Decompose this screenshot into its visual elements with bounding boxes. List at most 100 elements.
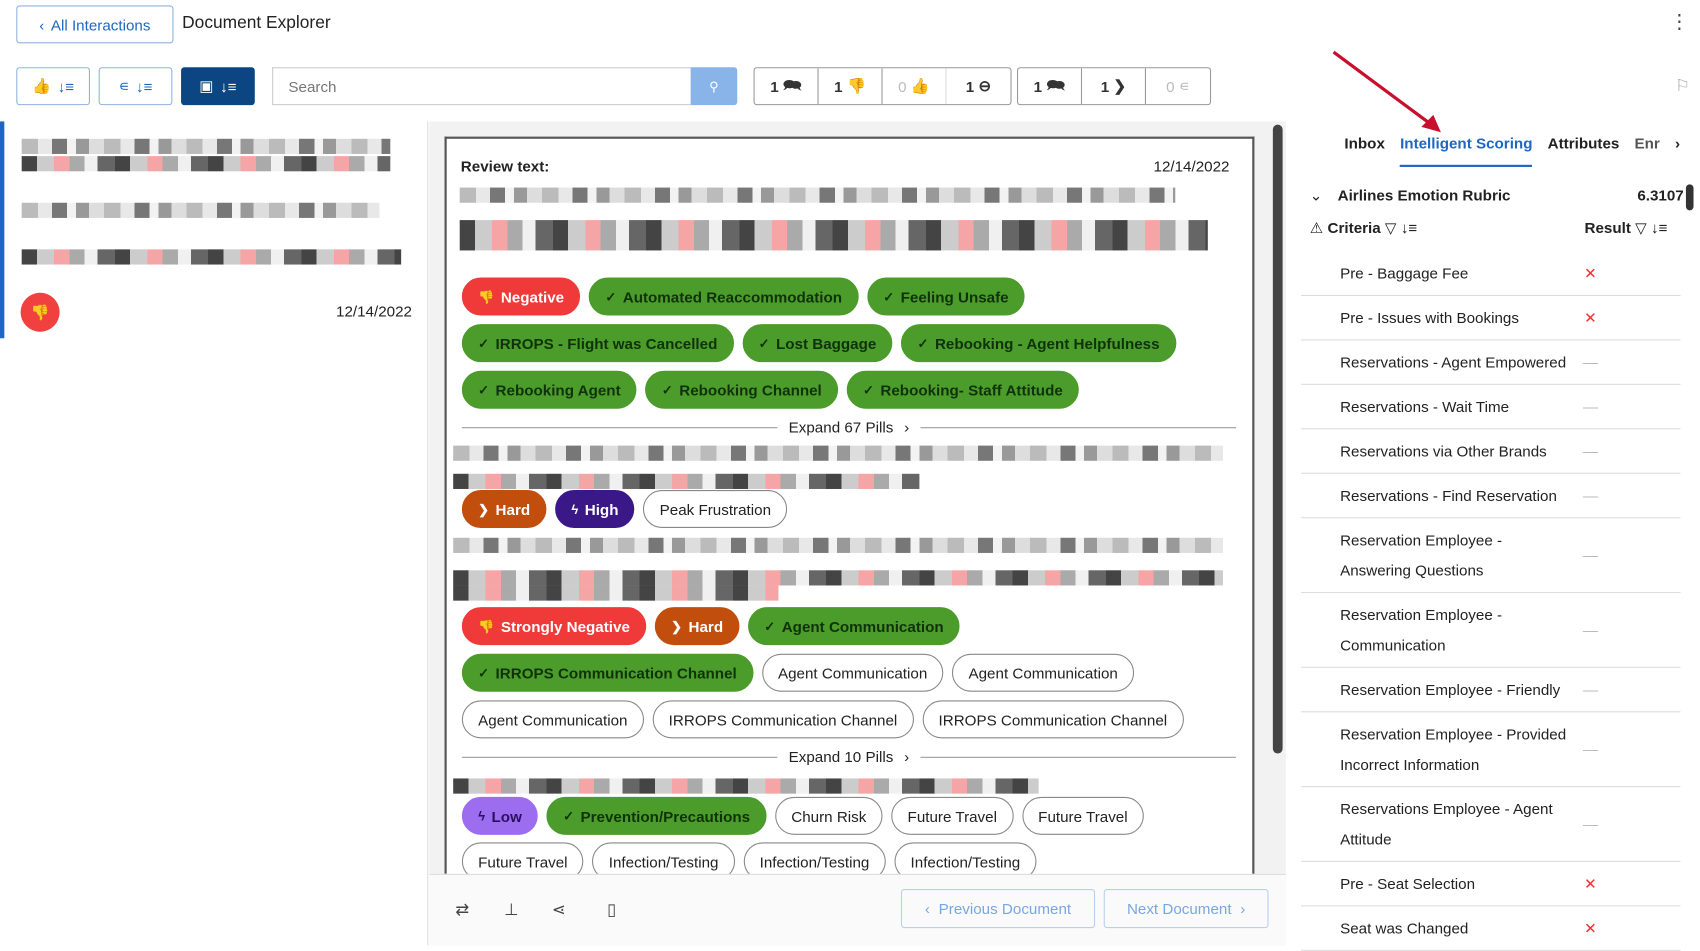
hard-effort-icon: ❯ [671, 618, 683, 634]
document-scrollbar[interactable] [1272, 124, 1283, 754]
tab-intelligent-scoring[interactable]: Intelligent Scoring [1400, 134, 1533, 167]
search-input[interactable]: Search [272, 67, 691, 106]
previous-document-button[interactable]: ‹Previous Document [900, 889, 1096, 929]
check-circle-icon: ✓ [917, 335, 929, 351]
list-item[interactable] [0, 121, 428, 339]
pill[interactable]: ✓Rebooking - Agent Helpfulness [901, 324, 1176, 363]
pill[interactable]: ✓Prevention/Precautions [546, 796, 767, 835]
clipboard-icon[interactable]: ▯ [607, 900, 617, 920]
annotation-arrow-icon [1332, 50, 1441, 133]
criteria-row[interactable]: Pre - Baggage Fee✕ [1301, 252, 1681, 296]
count-filter-button[interactable]: 1👎 [819, 68, 883, 105]
criteria-row[interactable]: Reservation Employee - Provided Incorrec… [1301, 712, 1681, 788]
criteria-row[interactable]: Reservations - Agent Empowered— [1301, 340, 1681, 385]
pill[interactable]: ✓Rebooking Agent [461, 370, 637, 409]
criteria-row[interactable]: Pre - Issues with Bookings✕ [1301, 296, 1681, 341]
result-icon: ✕ [1584, 919, 1597, 937]
pill[interactable]: IRROPS Communication Channel [652, 700, 914, 739]
sort-icon: ↓≡ [57, 77, 75, 95]
sort-by-effort-button[interactable]: ∊↓≡ [98, 67, 173, 106]
translate-icon[interactable]: ⇄ [455, 900, 470, 920]
criteria-row[interactable]: Reservations - Wait Time— [1301, 385, 1681, 430]
chevron-right-icon[interactable]: › [1675, 134, 1681, 152]
pill-label: Infection/Testing [759, 852, 870, 871]
result-icon: — [1582, 353, 1599, 371]
expand-pills-button[interactable]: Expand 67 Pills› [461, 419, 1236, 436]
filter-icon[interactable]: ▽ [1635, 219, 1647, 237]
pill-label: Peak Frustration [659, 500, 772, 518]
filter-icon[interactable]: ▽ [1384, 219, 1397, 237]
criteria-row[interactable]: Reservation Employee - Communication— [1301, 593, 1681, 668]
expand-pills-button[interactable]: Expand 10 Pills› [461, 748, 1236, 765]
count-filter-button[interactable]: 1❯ [1082, 68, 1146, 105]
pill-label: IRROPS - Flight was Cancelled [495, 334, 718, 352]
count-filter-button[interactable]: 1🗪 [755, 68, 819, 105]
pill[interactable]: 👎Negative [461, 277, 581, 316]
pill[interactable]: ✓Rebooking- Staff Attitude [846, 370, 1080, 409]
conversation-icon: 🗪 [782, 75, 802, 93]
sort-by-sentiment-button[interactable]: 👍↓≡ [16, 67, 90, 106]
pill[interactable]: ✓Rebooking Channel [645, 370, 839, 409]
pill[interactable]: ✓Agent Communication [748, 607, 960, 646]
result-icon: — [1582, 621, 1599, 639]
share-icon[interactable]: ⋖ [551, 900, 566, 920]
stamp-icon[interactable]: ⊥ [504, 900, 519, 920]
all-interactions-button[interactable]: ‹All Interactions [16, 5, 174, 44]
pill[interactable]: Churn Risk [774, 796, 883, 835]
pill-label: Infection/Testing [910, 852, 1021, 871]
rubric-score: 6.3107 [1637, 186, 1684, 204]
check-circle-icon: ✓ [605, 288, 617, 305]
criteria-row[interactable]: Reservations Employee - Agent Attitude— [1301, 787, 1681, 862]
criteria-row[interactable]: Reservations - Find Reservation— [1301, 474, 1681, 519]
sort-by-date-button[interactable]: ▣↓≡ [181, 67, 255, 106]
lightning-icon: ϟ [571, 501, 579, 517]
count: 1 [770, 77, 779, 95]
criteria-name: Seat was Changed [1340, 919, 1469, 937]
pill[interactable]: Peak Frustration [643, 490, 788, 529]
tab-attributes[interactable]: Attributes [1547, 134, 1620, 152]
pill[interactable]: Agent Communication [461, 700, 644, 739]
count-filter-button[interactable]: 0👍 [883, 68, 947, 105]
right-scrollbar[interactable] [1685, 184, 1694, 211]
pill[interactable]: Agent Communication [761, 653, 944, 692]
tab-enrichment[interactable]: Enr [1634, 134, 1660, 152]
pill-label: Rebooking- Staff Attitude [880, 381, 1063, 399]
criteria-row[interactable]: Seat was Changed ✕ [1301, 906, 1681, 951]
pill[interactable]: ✓Feeling Unsafe [866, 277, 1025, 316]
pill-row: ✓Rebooking Agent✓Rebooking Channel✓Reboo… [461, 370, 1080, 409]
count-filter-button[interactable]: 1🗪 [1018, 68, 1083, 105]
count-filter-button[interactable]: 0∊ [1146, 68, 1210, 104]
more-options-icon[interactable]: ⋮ [1669, 10, 1690, 33]
next-document-button[interactable]: Next Document› [1103, 889, 1269, 929]
minus-circle-icon: ⊖ [978, 76, 992, 95]
pill[interactable]: Agent Communication [952, 653, 1135, 692]
tab-inbox[interactable]: Inbox [1344, 134, 1385, 152]
count: 1 [965, 77, 975, 95]
criteria-row[interactable]: Reservations via Other Brands— [1301, 429, 1681, 474]
flag-icon[interactable]: ⚐ [1675, 76, 1690, 96]
check-circle-icon: ✓ [478, 382, 490, 398]
search-button[interactable]: ⚲ [690, 67, 738, 106]
pill[interactable]: IRROPS Communication Channel [922, 700, 1184, 739]
chevron-right-icon: › [1240, 899, 1246, 918]
pill[interactable]: Future Travel [1021, 796, 1144, 835]
criteria-row[interactable]: Pre - Seat Selection✕ [1301, 862, 1681, 907]
pill[interactable]: ❯Hard [461, 490, 547, 529]
pill[interactable]: ✓Lost Baggage [742, 324, 893, 363]
pill[interactable]: 👎Strongly Negative [461, 607, 647, 646]
pill[interactable]: Future Travel [891, 796, 1014, 835]
sort-icon[interactable]: ↓≡ [1400, 219, 1418, 237]
sort-icon[interactable]: ↓≡ [1651, 219, 1668, 237]
chevron-left-icon: ‹ [39, 15, 45, 34]
criteria-row[interactable]: Reservation Employee - Answering Questio… [1301, 518, 1681, 594]
criteria-row[interactable]: Reservation Employee - Friendly— [1301, 668, 1681, 713]
pill[interactable]: ✓IRROPS - Flight was Cancelled [461, 324, 734, 363]
count-filter-button[interactable]: 1⊖ [947, 68, 1011, 104]
pill[interactable]: ✓Automated Reaccommodation [589, 277, 859, 316]
pill[interactable]: ✓IRROPS Communication Channel [461, 653, 754, 692]
criteria-name: Reservation Employee - Answering Questio… [1340, 531, 1503, 579]
pill[interactable]: ❯Hard [654, 607, 740, 646]
